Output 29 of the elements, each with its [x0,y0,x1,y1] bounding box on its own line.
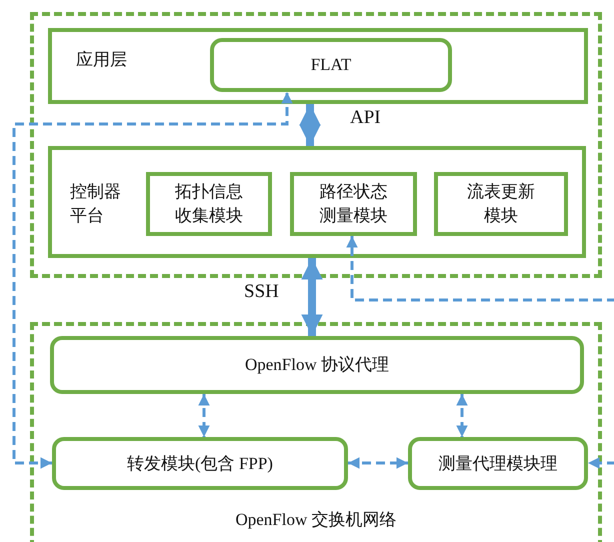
connector-arrow [198,394,210,437]
process-box [408,437,588,490]
connector-arrow [348,457,408,469]
node-label: OpenFlow 交换机网络 [234,509,398,531]
process-box [210,38,452,92]
node-label: 拓扑信息收集模块 [174,181,244,227]
connector-arrow [12,92,293,469]
connector-arrow [299,104,321,146]
node-label: 转发模块(包含 FPP) [127,452,273,474]
dashed-group-frame [30,12,602,278]
module-box [146,172,272,236]
connector-arrow [588,457,614,469]
node-label: 控制器平台 [70,181,122,227]
node-label: 测量代理模块理 [438,452,558,474]
node-label: 流表更新模块 [466,181,536,227]
connector-arrow [301,258,323,336]
node-label: 应用层 [76,49,128,71]
process-box [52,437,348,490]
connector-arrow [456,394,468,437]
layer-box [48,28,588,104]
module-box [290,172,417,236]
dashed-group-frame [30,322,602,542]
node-label: FLAT [310,54,352,76]
process-box [50,336,584,394]
node-label: 路径状态测量模块 [318,181,388,227]
layer-box [48,146,586,258]
connector-arrow [346,236,614,302]
module-box [434,172,568,236]
node-label: OpenFlow 协议代理 [244,354,390,376]
